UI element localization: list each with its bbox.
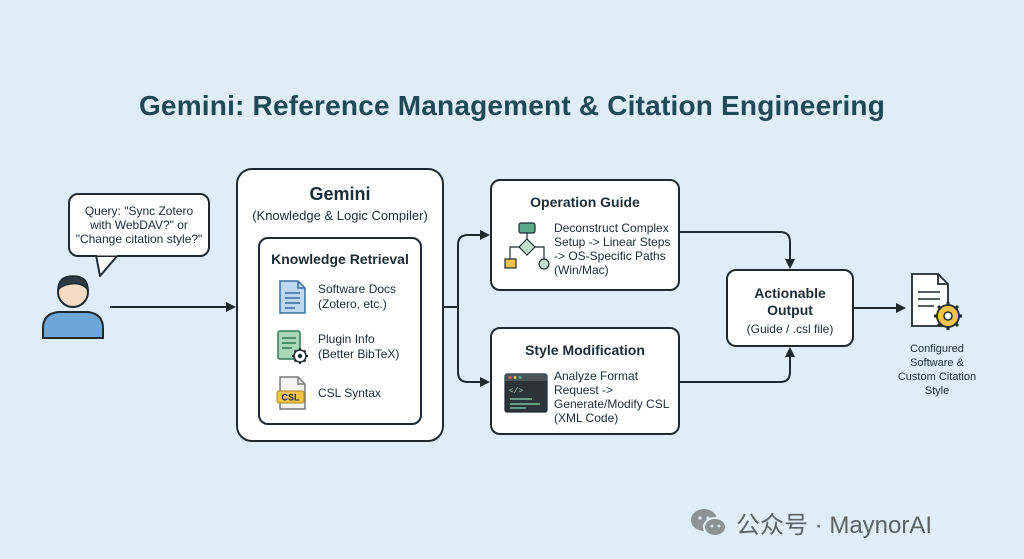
style-modification-text: Analyze Format Request -> Generate/Modif…	[554, 369, 669, 425]
code-icon-label: </>	[509, 387, 524, 396]
operation-guide-text: Deconstruct Complex Setup -> Linear Step…	[554, 221, 670, 277]
wechat-icon	[691, 508, 727, 537]
style-modification-title: Style Modification	[525, 342, 645, 358]
query-bubble: Query: "Sync Zotero with WebDAV?" or "Ch…	[68, 193, 210, 257]
gemini-title: Gemini	[309, 184, 371, 204]
watermark: 公众号 · MaynorAI	[690, 505, 932, 540]
style-modification-box: Style Modification </> Analyze Format Re…	[490, 327, 680, 435]
configured-result-text: Configured Software & Custom Citation St…	[880, 342, 994, 398]
style-line: Request ->	[554, 383, 614, 397]
knowledge-retrieval-title: Knowledge Retrieval	[271, 251, 409, 267]
user-avatar-icon	[42, 275, 104, 339]
document-icon	[279, 280, 306, 314]
kr-item-line: (Zotero, etc.)	[318, 297, 387, 311]
guide-line: Setup -> Linear Steps	[554, 235, 671, 249]
query-line: "Change citation style?"	[75, 232, 203, 246]
output-title-line: Actionable	[754, 285, 826, 301]
document-gear-icon	[911, 273, 962, 330]
output-title-line: Output	[767, 302, 813, 318]
knowledge-retrieval-box: Knowledge Retrieval Software Docs (Zoter…	[258, 237, 422, 425]
output-title: Actionable Output	[728, 285, 852, 319]
operation-guide-title: Operation Guide	[530, 194, 640, 210]
guide-line: (Win/Mac)	[554, 263, 609, 277]
kr-item-line: (Better BibTeX)	[318, 347, 400, 361]
plugin-gear-icon	[277, 330, 308, 364]
style-line: (XML Code)	[554, 411, 619, 425]
result-line: Style	[924, 385, 950, 397]
code-editor-icon: </>	[504, 373, 548, 413]
gemini-subtitle: (Knowledge & Logic Compiler)	[252, 208, 428, 223]
watermark-text: 公众号 · MaynorAI	[736, 512, 933, 539]
kr-item-plugin-info: Plugin Info (Better BibTeX)	[276, 329, 416, 365]
diagram-title: Gemini: Reference Management & Citation …	[138, 90, 886, 121]
csl-file-icon: CSL	[276, 376, 306, 410]
output-subtitle: (Guide / .csl file)	[746, 322, 834, 336]
result-line: Custom Citation	[897, 371, 977, 383]
kr-item-line: Software Docs	[318, 282, 397, 296]
guide-line: -> OS-Specific Paths	[554, 249, 666, 263]
kr-item-csl-syntax: CSL CSL Syntax	[276, 375, 416, 411]
style-line: Analyze Format	[554, 369, 639, 383]
csl-icon-label: CSL	[282, 393, 301, 403]
result-line: Configured	[910, 343, 964, 355]
operation-guide-box: Operation Guide Deconstruct Complex Setu…	[490, 179, 680, 291]
query-line: with WebDAV?" or	[90, 218, 188, 232]
actionable-output-box: Actionable Output (Guide / .csl file)	[726, 269, 854, 347]
kr-item-line: Plugin Info	[318, 332, 375, 346]
flowchart-icon	[504, 222, 550, 270]
guide-line: Deconstruct Complex	[554, 221, 669, 235]
result-line: Software &	[910, 357, 964, 369]
query-line: Query: "Sync Zotero	[84, 204, 194, 218]
kr-item-software-docs: Software Docs (Zotero, etc.)	[276, 279, 416, 315]
kr-item-line: CSL Syntax	[318, 385, 381, 400]
style-line: Generate/Modify CSL	[554, 397, 670, 411]
